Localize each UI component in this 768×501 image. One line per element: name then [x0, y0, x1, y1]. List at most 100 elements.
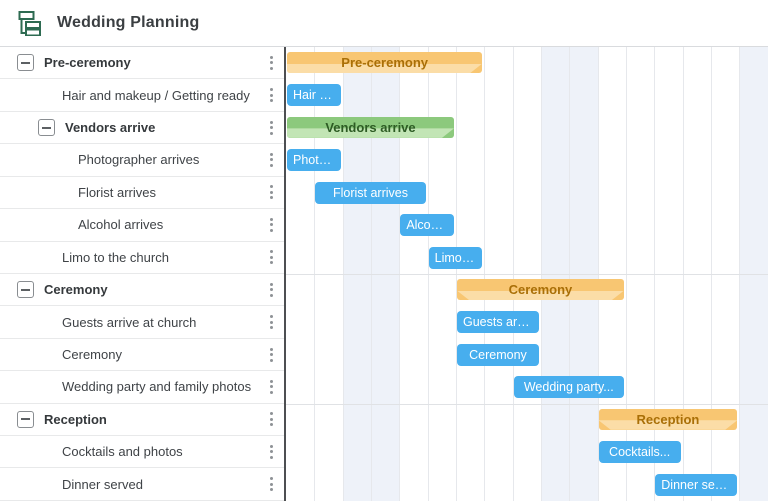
row-menu-button[interactable]	[268, 410, 275, 428]
row-menu-button[interactable]	[268, 443, 275, 461]
kebab-dot-icon	[270, 293, 273, 297]
row-menu-button[interactable]	[268, 216, 275, 234]
task-row-content: Florist arrives	[0, 177, 284, 208]
gantt-bar-label: Photog...	[293, 153, 341, 168]
collapse-button[interactable]	[17, 410, 34, 428]
gantt-bar-wedding-party[interactable]: Wedding party...	[513, 376, 624, 399]
gantt-bar-hair-an[interactable]: Hair an...	[287, 84, 341, 107]
kebab-dot-icon	[270, 66, 273, 70]
kebab-dot-icon	[270, 55, 273, 59]
row-menu-button[interactable]	[268, 346, 275, 364]
task-label: Reception	[44, 411, 107, 427]
kebab-dot-icon	[270, 477, 273, 481]
task-label: Limo to the church	[62, 249, 169, 265]
kebab-dot-icon	[270, 217, 273, 221]
minus-icon	[21, 61, 30, 64]
task-row-content: Reception	[0, 404, 284, 435]
main-split: Pre-ceremony Hair and makeup / Getting r…	[0, 47, 768, 501]
gantt-logo-icon	[18, 11, 41, 36]
kebab-dot-icon	[270, 120, 273, 124]
task-row-dinner-served[interactable]: Dinner served	[0, 468, 284, 501]
task-row-limo-to-the-church[interactable]: Limo to the church	[0, 241, 284, 274]
row-menu-button[interactable]	[268, 281, 275, 299]
task-row-content: Photographer arrives	[0, 144, 284, 175]
kebab-dot-icon	[270, 320, 273, 324]
row-menu-button[interactable]	[268, 54, 275, 72]
task-row-ceremony[interactable]: Ceremony	[0, 273, 284, 307]
gantt-bar-dinner-serv[interactable]: Dinner serv...	[655, 473, 738, 496]
task-row-alcohol-arrives[interactable]: Alcohol arrives	[0, 209, 284, 242]
gantt-bar-label: Alcoho...	[406, 218, 454, 233]
row-menu-button[interactable]	[268, 475, 275, 493]
collapse-button[interactable]	[17, 54, 34, 72]
kebab-dot-icon	[270, 223, 273, 227]
collapse-button[interactable]	[17, 281, 34, 299]
task-row-content: Wedding party and family photos	[0, 371, 284, 402]
task-row-guests-arrive-at-church[interactable]: Guests arrive at church	[0, 306, 284, 339]
task-row-content: Cocktails and photos	[0, 436, 284, 467]
kebab-dot-icon	[270, 158, 273, 162]
gantt-bar-pre-ceremony[interactable]: Pre-ceremony	[287, 52, 483, 73]
kebab-dot-icon	[270, 163, 273, 167]
kebab-dot-icon	[270, 126, 273, 130]
kebab-dot-icon	[270, 444, 273, 448]
gantt-bar-cocktails[interactable]: Cocktails...	[598, 441, 681, 464]
gantt-bar-label: Hair an...	[293, 88, 341, 103]
gantt-bar-limo-to[interactable]: Limo to...	[428, 246, 483, 269]
row-menu-button[interactable]	[268, 183, 275, 201]
gantt-bar-photog[interactable]: Photog...	[287, 149, 341, 172]
gantt-bar-label: Vendors arrive	[325, 119, 416, 135]
task-row-florist-arrives[interactable]: Florist arrives	[0, 176, 284, 210]
gantt-chart: Pre-ceremony Hair an... Vendors arrive P…	[286, 47, 768, 501]
row-menu-button[interactable]	[268, 86, 275, 104]
kebab-dot-icon	[270, 228, 273, 232]
gantt-bar-guests-arriv[interactable]: Guests arriv...	[456, 311, 539, 334]
task-row-photographer-arrives[interactable]: Photographer arrives	[0, 144, 284, 177]
task-label: Hair and makeup / Getting ready	[62, 87, 250, 103]
task-row-content: Vendors arrive	[0, 112, 284, 143]
gantt-bar-ceremony[interactable]: Ceremony	[456, 279, 624, 300]
row-menu-button[interactable]	[268, 313, 275, 331]
panel-chart-divider[interactable]	[284, 47, 286, 501]
task-row-content: Guests arrive at church	[0, 306, 284, 337]
task-label: Ceremony	[62, 347, 122, 362]
task-row-wedding-party-and-family-photos[interactable]: Wedding party and family photos	[0, 371, 284, 404]
task-row-pre-ceremony[interactable]: Pre-ceremony	[0, 47, 284, 80]
task-row-vendors-arrive[interactable]: Vendors arrive	[0, 111, 284, 145]
row-menu-button[interactable]	[268, 378, 275, 396]
task-row-hair-and-makeup-getting-ready[interactable]: Hair and makeup / Getting ready	[0, 79, 284, 112]
task-list: Pre-ceremony Hair and makeup / Getting r…	[0, 47, 284, 501]
kebab-dot-icon	[270, 250, 273, 254]
gantt-bar-florist-arrives[interactable]: Florist arrives	[315, 181, 426, 204]
gantt-bar-vendors-arrive[interactable]: Vendors arrive	[287, 116, 454, 138]
gantt-bar-ceremony[interactable]: Ceremony	[456, 343, 539, 366]
kebab-dot-icon	[270, 131, 273, 135]
task-row-reception[interactable]: Reception	[0, 403, 284, 437]
gantt-bar-label: Ceremony	[508, 282, 573, 297]
gantt-bar-label: Cocktails...	[609, 445, 671, 460]
task-label: Dinner served	[62, 476, 143, 492]
group-row-divider	[286, 403, 768, 405]
row-menu-button[interactable]	[268, 119, 275, 137]
kebab-dot-icon	[270, 488, 273, 492]
task-row-content: Limo to the church	[0, 242, 284, 273]
task-row-content: Hair and makeup / Getting ready	[0, 79, 284, 110]
collapse-button[interactable]	[38, 119, 55, 137]
task-label: Photographer arrives	[78, 152, 200, 168]
task-row-ceremony[interactable]: Ceremony	[0, 338, 284, 372]
row-menu-button[interactable]	[268, 248, 275, 266]
kebab-dot-icon	[270, 61, 273, 65]
kebab-dot-icon	[270, 379, 273, 383]
task-row-content: Pre-ceremony	[0, 47, 284, 78]
kebab-dot-icon	[270, 288, 273, 292]
task-label: Wedding party and family photos	[62, 379, 252, 395]
kebab-dot-icon	[270, 326, 273, 330]
task-row-cocktails-and-photos[interactable]: Cocktails and photos	[0, 436, 284, 469]
gantt-bar-reception[interactable]: Reception	[598, 408, 738, 430]
gantt-bar-label: Reception	[636, 411, 700, 427]
row-menu-button[interactable]	[268, 151, 275, 169]
kebab-dot-icon	[270, 185, 273, 189]
task-label: Cocktails and photos	[62, 444, 183, 460]
kebab-dot-icon	[270, 353, 273, 356]
gantt-bar-alcoho[interactable]: Alcoho...	[400, 214, 454, 237]
